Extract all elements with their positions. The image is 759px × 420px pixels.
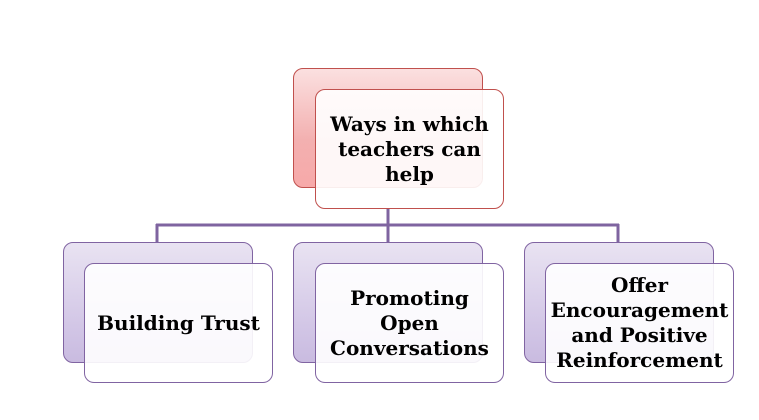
root-node-label: Ways in which teachers can help xyxy=(330,111,489,186)
child-node-building-trust: Building Trust xyxy=(84,263,273,383)
child-node-label: Promoting Open Conversations xyxy=(330,285,489,360)
root-node: Ways in which teachers can help xyxy=(315,89,504,209)
child-node-label: Building Trust xyxy=(97,310,260,335)
child-node-promoting-open-conversations: Promoting Open Conversations xyxy=(315,263,504,383)
child-node-offer-encouragement: Offer Encouragement and Positive Reinfor… xyxy=(545,263,734,383)
child-node-label: Offer Encouragement and Positive Reinfor… xyxy=(550,273,729,372)
